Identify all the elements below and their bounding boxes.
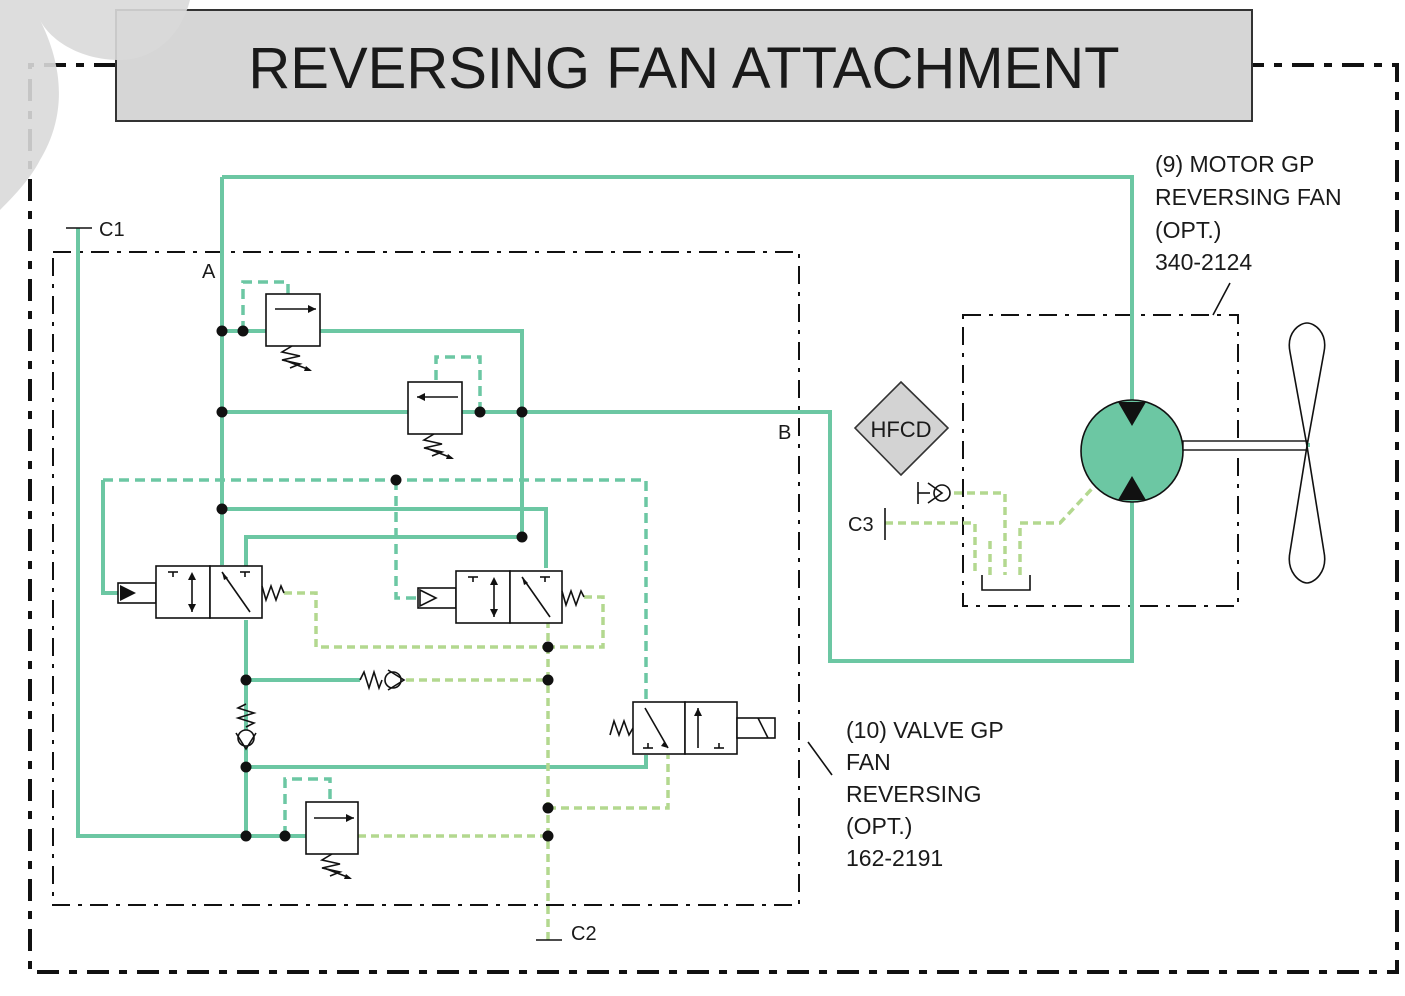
- pilot-lines: [103, 280, 1102, 940]
- motor-group-leader: [1212, 282, 1231, 316]
- motor-callout-line1: (9) MOTOR GP: [1155, 151, 1314, 177]
- valve-group-callout: (10) VALVE GP FAN REVERSING (OPT.) 162-2…: [846, 717, 1004, 871]
- motor-callout-line2: REVERSING FAN: [1155, 184, 1342, 210]
- pressure-lines: [76, 175, 1310, 838]
- valve-group-boundary: [52, 251, 800, 906]
- page-title: REVERSING FAN ATTACHMENT: [248, 36, 1119, 101]
- check-valve-motor: [917, 482, 951, 504]
- valve-group-leader: [807, 741, 833, 776]
- motor-group-callout: (9) MOTOR GP REVERSING FAN (OPT.) 340-21…: [1155, 151, 1342, 275]
- directional-valve-left: [117, 565, 285, 619]
- valve-callout-line1: (10) VALVE GP: [846, 717, 1004, 743]
- valve-callout-line3: REVERSING: [846, 781, 981, 807]
- title-banner: REVERSING FAN ATTACHMENT: [115, 9, 1253, 122]
- check-valve-horizontal: [359, 669, 406, 691]
- port-label-a: A: [202, 261, 216, 283]
- relief-valve-bottom: [305, 801, 359, 879]
- valve-callout-line5: 162-2191: [846, 845, 943, 871]
- motor-callout-line3: (OPT.): [1155, 217, 1221, 243]
- relief-valve-top: [265, 293, 321, 371]
- valve-callout-line4: (OPT.): [846, 813, 912, 839]
- fan-icon: [1288, 322, 1326, 584]
- relief-valve-middle: [407, 381, 463, 459]
- title-box: [115, 9, 1253, 122]
- port-label-b: B: [778, 422, 791, 444]
- motor-group-boundary: [962, 314, 1239, 607]
- hfcd-symbol: HFCD: [853, 380, 950, 477]
- directional-valve-middle: [417, 570, 585, 624]
- port-label-c1: C1: [99, 219, 125, 241]
- port-label-c3: C3: [848, 514, 874, 536]
- valve-callout-line2: FAN: [846, 749, 891, 775]
- solenoid-valve: [609, 701, 776, 755]
- check-valve-vertical: [235, 703, 257, 751]
- corner-blob-decoration: [0, 0, 190, 210]
- motor-callout-line4: 340-2124: [1155, 249, 1252, 275]
- port-label-c2: C2: [571, 923, 597, 945]
- junction-dots: [216, 325, 554, 842]
- tank-symbol: [981, 575, 1031, 591]
- reversing-fan-motor: [1080, 399, 1308, 503]
- hfcd-label: HFCD: [870, 417, 931, 442]
